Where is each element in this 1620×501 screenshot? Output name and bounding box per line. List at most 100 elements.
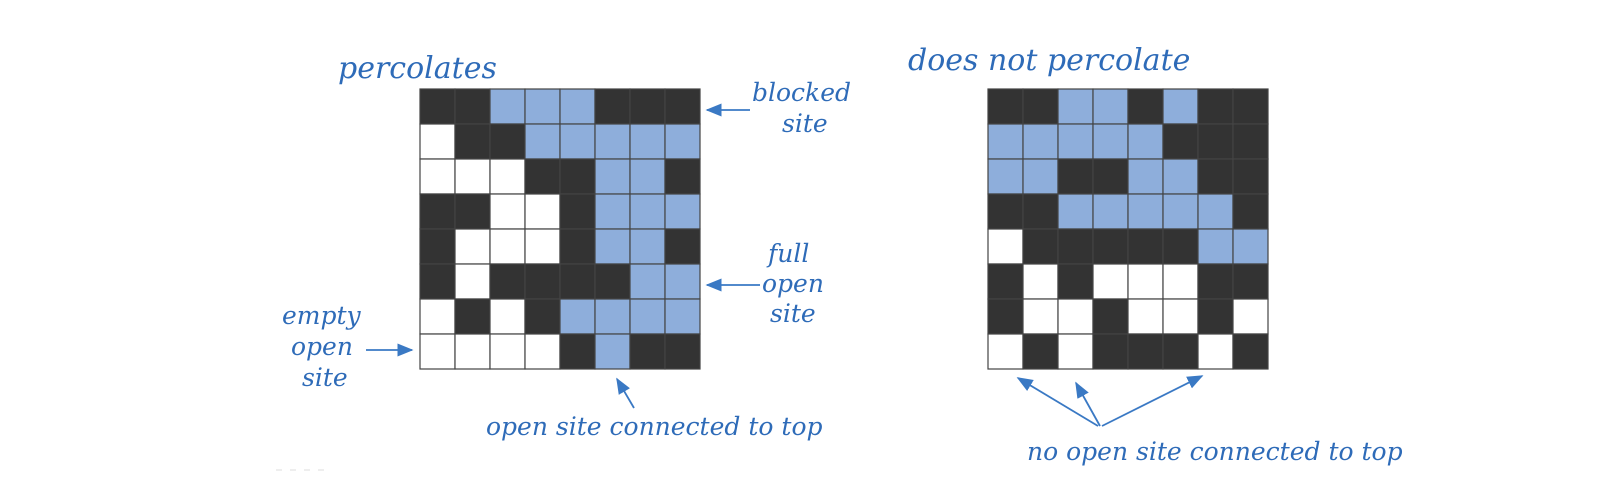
right-cell-blocked-r5-c7	[1232, 263, 1269, 300]
left-cell-blocked-r5-c0	[419, 263, 456, 300]
right-cell-empty-r5-c5	[1162, 263, 1199, 300]
left-cell-full-r6-c4	[559, 298, 596, 335]
left-cell-blocked-r1-c1	[454, 123, 491, 160]
empty-label-line1: empty	[282, 301, 362, 330]
right-cell-full-r0-c2	[1057, 88, 1094, 125]
blocked-label-line2: site	[782, 109, 828, 138]
right-cell-blocked-r0-c7	[1232, 88, 1269, 125]
left-cell-empty-r2-c2	[489, 158, 526, 195]
left-cell-blocked-r6-c1	[454, 298, 491, 335]
left-cell-empty-r4-c3	[524, 228, 561, 265]
left-cell-empty-r5-c1	[454, 263, 491, 300]
left-cell-full-r0-c3	[524, 88, 561, 125]
right-cell-empty-r6-c1	[1022, 298, 1059, 335]
right-cell-blocked-r2-c7	[1232, 158, 1269, 195]
right-cell-blocked-r3-c7	[1232, 193, 1269, 230]
connected-label: open site connected to top	[486, 412, 823, 441]
not-connected-label: no open site connected to top	[1027, 437, 1403, 466]
left-cell-full-r2-c5	[594, 158, 631, 195]
right-cell-blocked-r2-c3	[1092, 158, 1129, 195]
left-cell-blocked-r5-c3	[524, 263, 561, 300]
left-cell-full-r3-c5	[594, 193, 631, 230]
not-connected-arrow-1	[1016, 377, 1099, 427]
left-cell-full-r5-c7	[664, 263, 701, 300]
empty-label-line2: open	[291, 332, 353, 361]
right-cell-blocked-r6-c6	[1197, 298, 1234, 335]
left-cell-full-r0-c4	[559, 88, 596, 125]
right-cell-full-r1-c1	[1022, 123, 1059, 160]
right-cell-full-r2-c1	[1022, 158, 1059, 195]
left-cell-blocked-r0-c7	[664, 88, 701, 125]
left-cell-empty-r7-c3	[524, 333, 561, 370]
right-cell-blocked-r5-c6	[1197, 263, 1234, 300]
right-cell-blocked-r0-c1	[1022, 88, 1059, 125]
left-cell-empty-r6-c0	[419, 298, 456, 335]
full-label-line1: full	[766, 239, 809, 268]
left-cell-full-r1-c5	[594, 123, 631, 160]
right-cell-empty-r5-c1	[1022, 263, 1059, 300]
connected-site-arrow	[616, 377, 635, 409]
left-cell-empty-r4-c1	[454, 228, 491, 265]
empty-label-line3: site	[302, 363, 348, 392]
right-title: does not percolate	[908, 43, 1190, 78]
right-cell-blocked-r1-c5	[1162, 123, 1199, 160]
right-cell-empty-r6-c7	[1232, 298, 1269, 335]
left-cell-full-r4-c6	[629, 228, 666, 265]
left-cell-full-r3-c7	[664, 193, 701, 230]
right-cell-full-r3-c6	[1197, 193, 1234, 230]
right-cell-blocked-r6-c3	[1092, 298, 1129, 335]
left-cell-empty-r1-c0	[419, 123, 456, 160]
left-cell-blocked-r0-c5	[594, 88, 631, 125]
right-cell-blocked-r1-c7	[1232, 123, 1269, 160]
right-cell-full-r3-c3	[1092, 193, 1129, 230]
right-cell-blocked-r2-c2	[1057, 158, 1094, 195]
left-cell-full-r2-c6	[629, 158, 666, 195]
right-cell-empty-r4-c0	[987, 228, 1024, 265]
not-connected-arrow-2	[1075, 381, 1101, 427]
right-cell-full-r1-c2	[1057, 123, 1094, 160]
left-cell-blocked-r6-c3	[524, 298, 561, 335]
right-cell-blocked-r7-c1	[1022, 333, 1059, 370]
right-cell-blocked-r0-c0	[987, 88, 1024, 125]
left-cell-blocked-r7-c7	[664, 333, 701, 370]
right-cell-full-r3-c2	[1057, 193, 1094, 230]
right-cell-blocked-r6-c0	[987, 298, 1024, 335]
left-cell-empty-r2-c0	[419, 158, 456, 195]
right-cell-empty-r7-c6	[1197, 333, 1234, 370]
right-cell-full-r2-c4	[1127, 158, 1164, 195]
right-cell-full-r3-c5	[1162, 193, 1199, 230]
left-cell-blocked-r2-c3	[524, 158, 561, 195]
left-cell-full-r4-c5	[594, 228, 631, 265]
right-cell-blocked-r4-c5	[1162, 228, 1199, 265]
left-cell-empty-r4-c2	[489, 228, 526, 265]
right-cell-full-r1-c4	[1127, 123, 1164, 160]
right-cell-full-r1-c3	[1092, 123, 1129, 160]
left-cell-blocked-r4-c4	[559, 228, 596, 265]
right-cell-blocked-r0-c4	[1127, 88, 1164, 125]
left-cell-blocked-r7-c4	[559, 333, 596, 370]
left-cell-empty-r3-c3	[524, 193, 561, 230]
right-cell-empty-r7-c2	[1057, 333, 1094, 370]
right-cell-blocked-r0-c6	[1197, 88, 1234, 125]
right-cell-full-r0-c5	[1162, 88, 1199, 125]
right-cell-blocked-r5-c0	[987, 263, 1024, 300]
right-cell-empty-r7-c0	[987, 333, 1024, 370]
full-label-line3: site	[770, 299, 816, 328]
left-cell-blocked-r3-c0	[419, 193, 456, 230]
left-panel: percolates blocked site full open site e…	[282, 51, 851, 441]
left-cell-full-r6-c5	[594, 298, 631, 335]
left-cell-blocked-r2-c4	[559, 158, 596, 195]
left-grid	[419, 88, 701, 370]
right-cell-full-r0-c3	[1092, 88, 1129, 125]
right-cell-blocked-r4-c3	[1092, 228, 1129, 265]
left-cell-full-r0-c2	[489, 88, 526, 125]
left-cell-blocked-r3-c1	[454, 193, 491, 230]
left-cell-full-r7-c5	[594, 333, 631, 370]
right-panel: does not percolate no open site connecte…	[908, 43, 1403, 466]
right-cell-blocked-r7-c5	[1162, 333, 1199, 370]
right-cell-full-r3-c4	[1127, 193, 1164, 230]
left-cell-empty-r7-c2	[489, 333, 526, 370]
right-grid	[987, 88, 1269, 370]
right-cell-full-r1-c0	[987, 123, 1024, 160]
left-cell-full-r5-c6	[629, 263, 666, 300]
